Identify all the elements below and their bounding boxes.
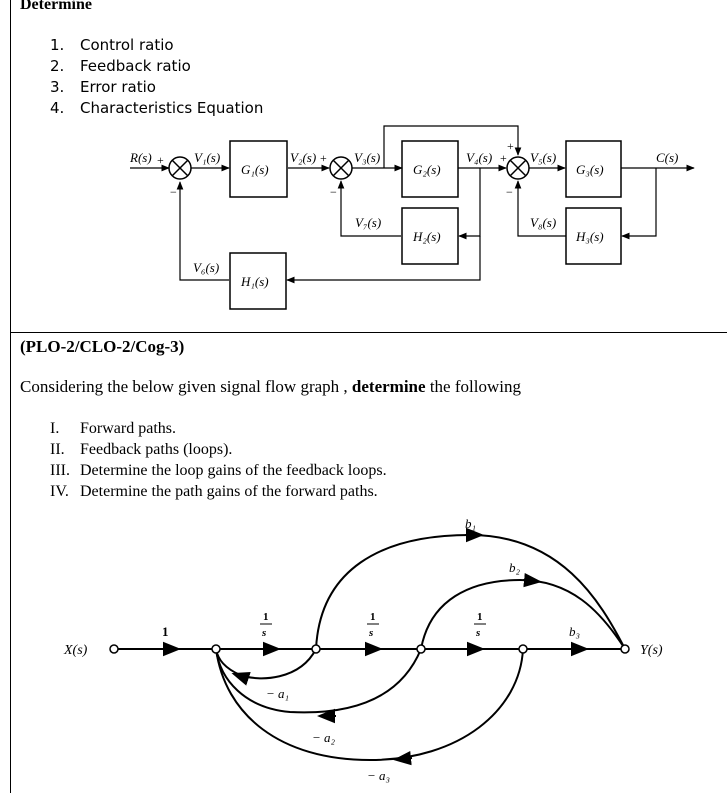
list-item: 2.Feedback ratio (50, 57, 191, 75)
list-item: I.Forward paths. (50, 420, 176, 437)
gain-1-over-s-b: 1 s (367, 611, 379, 639)
svg-text:1: 1 (477, 611, 483, 623)
sign-minus-3: − (506, 185, 513, 199)
block-h2: H₂(s) (412, 229, 441, 244)
sign-minus-2: − (330, 185, 337, 199)
svg-text:s: s (368, 627, 373, 639)
svg-text:s: s (475, 627, 480, 639)
svg-text:1: 1 (370, 611, 376, 623)
gain-b2: b₂ (509, 560, 521, 575)
gain-1-over-s-c: 1 s (474, 611, 486, 639)
sign-plus-3: + (500, 151, 507, 165)
gain-unity: 1 (162, 624, 169, 639)
gain-a2: − a₂ (312, 730, 336, 745)
node-2 (311, 644, 321, 654)
list-item: 4.Characteristics Equation (50, 99, 264, 117)
part2-list: I.Forward paths. II.Feedback paths (loop… (22, 420, 387, 504)
svg-text:s: s (261, 627, 266, 639)
node-1 (211, 644, 221, 654)
list-item: II.Feedback paths (loops). (50, 441, 233, 458)
table-cell-bottom (10, 333, 727, 793)
signal-flow-graph: X(s) Y(s) 1 1 s 1 s 1 s b₁ b₂ b₃ − a₁ − … (63, 516, 663, 783)
gain-1-over-s-a: 1 s (260, 611, 272, 639)
part2-intro: Considering the below given signal flow … (20, 377, 521, 396)
signal-v2: V₂(s) (290, 150, 316, 165)
svg-text:1: 1 (263, 611, 269, 623)
table-cell-top (10, 0, 727, 333)
gain-b3: b₃ (569, 624, 580, 639)
signal-v3: V₃(s) (354, 150, 380, 165)
gain-a3: − a₃ (367, 768, 390, 783)
list-item: 3.Error ratio (50, 78, 156, 96)
list-item: IV.Determine the path gains of the forwa… (50, 483, 378, 500)
part1-list: 1.Control ratio 2.Feedback ratio 3.Error… (50, 36, 263, 120)
block-g1: G₁(s) (241, 162, 269, 177)
gain-a1: − a₁ (266, 686, 289, 701)
part1-heading: Determine (20, 0, 92, 13)
signal-v4: V₄(s) (466, 150, 492, 165)
sign-plus-4: + (507, 139, 514, 153)
list-item: 1.Control ratio (50, 36, 174, 54)
block-h1: H₁(s) (240, 274, 269, 289)
signal-v8: V₈(s) (530, 215, 556, 230)
part2-heading: (PLO-2/CLO-2/Cog-3) (20, 337, 185, 356)
node-4 (518, 644, 528, 654)
signal-v7: V₇(s) (355, 215, 381, 230)
signal-v5: V₅(s) (530, 150, 556, 165)
block-h3: H₃(s) (575, 229, 604, 244)
signal-v6: V₆(s) (193, 260, 219, 275)
output-label: C(s) (656, 150, 678, 165)
node-output (620, 644, 630, 654)
signal-v1: V₁(s) (194, 150, 220, 165)
sign-minus-1: − (170, 185, 177, 199)
sign-plus-2: + (320, 151, 327, 165)
node-input (109, 644, 119, 654)
sfg-output-label: Y(s) (640, 643, 663, 658)
sfg-input-label: X(s) (63, 643, 88, 658)
block-g3: G₃(s) (576, 162, 604, 177)
block-diagram: R(s) C(s) V₁(s) V₂(s) V₃(s) V₄(s) V₅(s) … (129, 125, 695, 310)
input-label: R(s) (129, 150, 152, 165)
sign-plus-1: + (157, 153, 164, 167)
node-3 (416, 644, 426, 654)
gain-b1: b₁ (465, 516, 476, 531)
list-item: III.Determine the loop gains of the feed… (50, 462, 387, 479)
block-g2: G₂(s) (413, 162, 441, 177)
